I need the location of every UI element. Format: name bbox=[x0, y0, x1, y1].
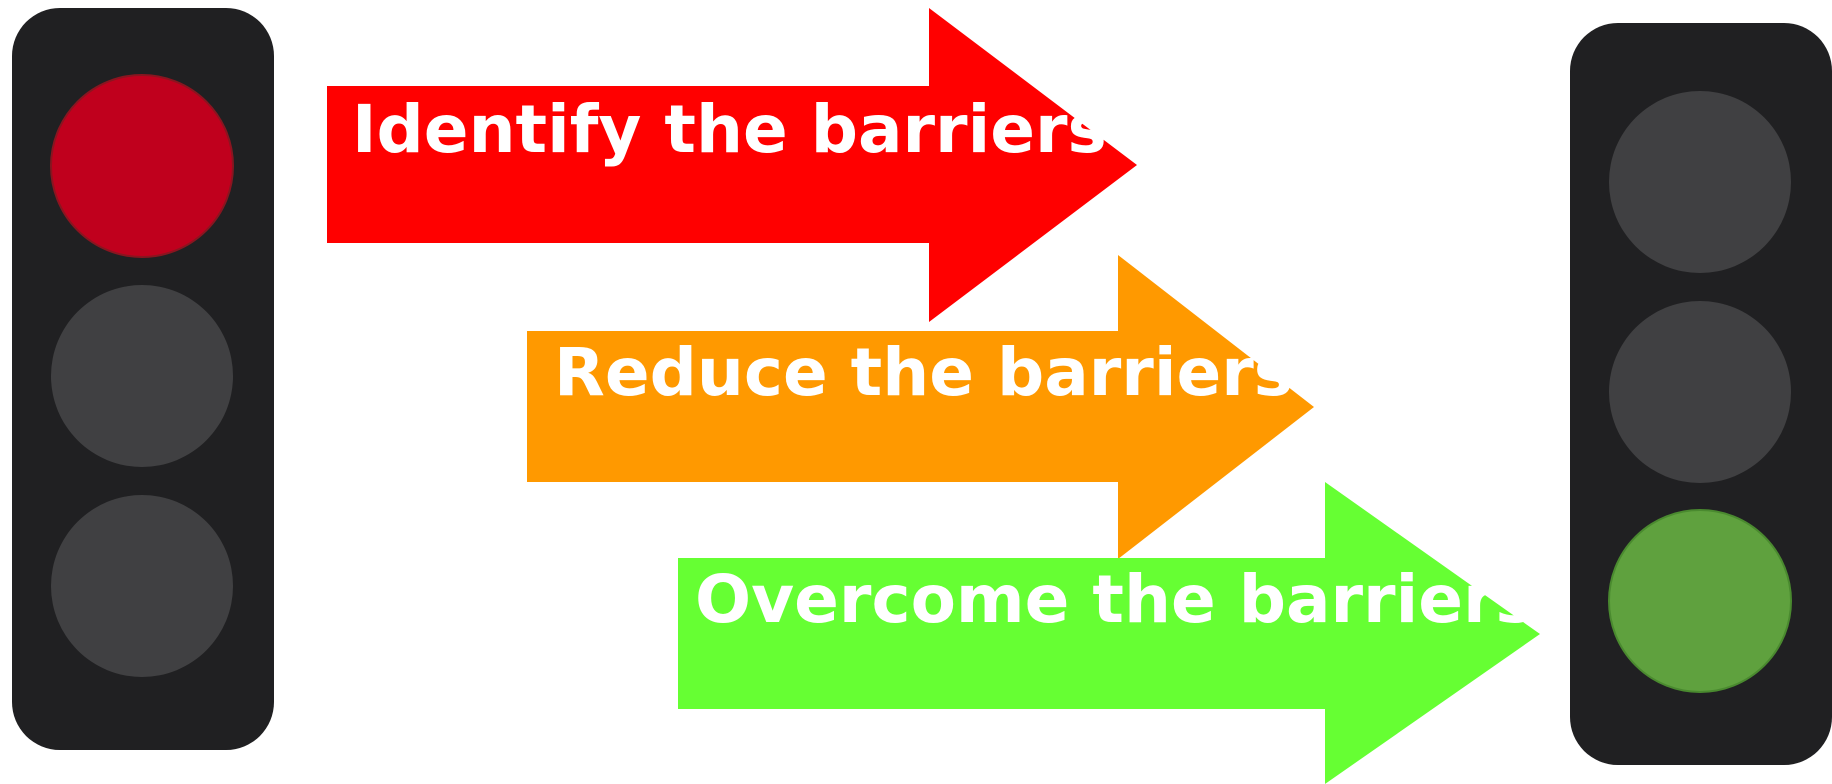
traffic-light-right-green-lamp bbox=[1608, 509, 1792, 693]
traffic-light-left-red-lamp bbox=[50, 74, 234, 258]
traffic-light-left-green-lamp bbox=[51, 495, 233, 677]
traffic-light-right bbox=[1570, 23, 1832, 765]
arrow-reduce-label: Reduce the barriers bbox=[554, 334, 1293, 411]
arrow-overcome-shape bbox=[678, 482, 1540, 784]
traffic-light-right-amber-lamp bbox=[1609, 301, 1791, 483]
traffic-light-right-red-lamp bbox=[1609, 91, 1791, 273]
arrow-reduce-shape bbox=[527, 255, 1314, 559]
arrow-identify: Identify the barriers bbox=[327, 8, 1137, 322]
arrow-overcome-label: Overcome the barriers bbox=[695, 561, 1535, 638]
arrow-identify-label: Identify the barriers bbox=[352, 91, 1107, 168]
arrow-identify-shape bbox=[327, 8, 1137, 322]
traffic-light-left-amber-lamp bbox=[51, 285, 233, 467]
arrow-overcome: Overcome the barriers bbox=[678, 482, 1540, 784]
arrow-reduce: Reduce the barriers bbox=[527, 255, 1314, 559]
traffic-light-left bbox=[12, 8, 274, 750]
